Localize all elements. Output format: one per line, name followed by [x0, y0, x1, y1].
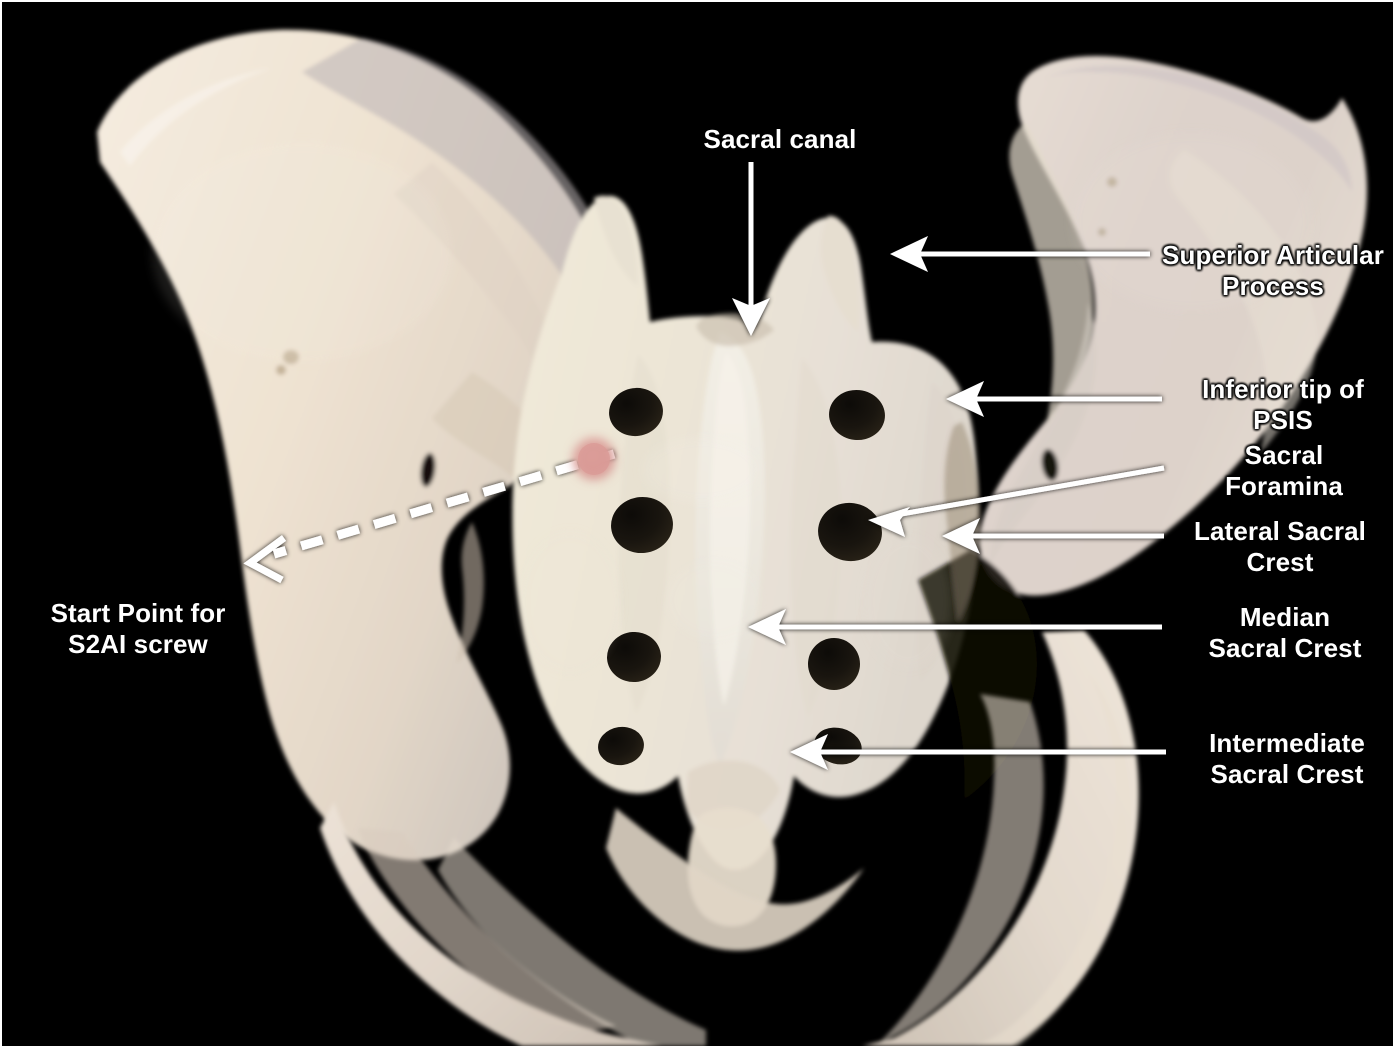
- label-superior-articular-process: Superior Articular Process: [1162, 240, 1384, 301]
- bone-texture: [152, 132, 1312, 672]
- label-sacral-canal: Sacral canal: [703, 124, 857, 154]
- left-ischium: [320, 802, 706, 1046]
- label-start-point-for-s2ai-screw: Start Point for S2AI screw: [50, 598, 226, 659]
- label-median-sacral-crest: Median Sacral Crest: [1208, 602, 1362, 663]
- right-ischium: [862, 630, 1139, 1046]
- label-inferior-tip-of-psis: Inferior tip of PSIS: [1202, 374, 1364, 435]
- label-intermediate-sacral-crest: Intermediate Sacral Crest: [1209, 728, 1365, 789]
- label-sacral-foramina: Sacral Foramina: [1225, 440, 1343, 501]
- pubic-rami: [606, 808, 864, 951]
- sacral-foramina: [598, 387, 885, 766]
- label-lateral-sacral-crest: Lateral Sacral Crest: [1194, 516, 1366, 577]
